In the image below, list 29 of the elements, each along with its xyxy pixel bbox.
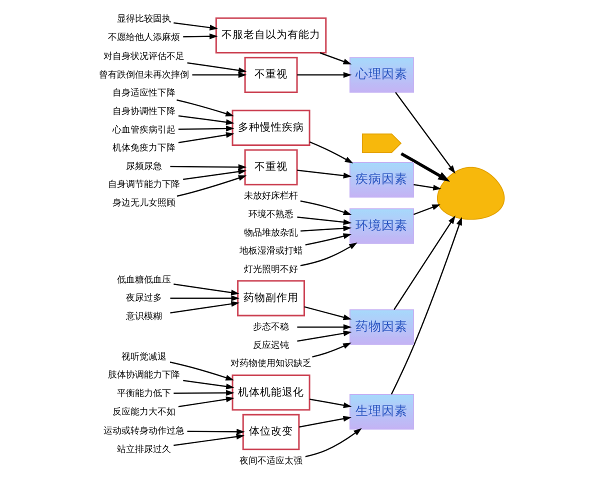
node-text: 夜尿过多	[126, 294, 162, 304]
node-text: 低血糖低血压	[116, 275, 171, 286]
node-text: 尿频尿急	[126, 162, 162, 172]
node-text: 运动或转身动作过急	[103, 426, 184, 437]
node-text: 自身调节能力下降	[108, 180, 180, 190]
node-text: 平衡能力低下	[116, 389, 171, 400]
node-text: 反应能力大不如	[112, 407, 176, 418]
node-text: 对药物使用知识缺乏	[230, 359, 312, 370]
node-text: 不愿给他人添麻烦	[108, 32, 180, 43]
node-text: 夜间不适应太强	[240, 456, 303, 466]
node-text: 视听觉减退	[121, 352, 166, 362]
node-text: 反应迟钝	[253, 340, 290, 351]
node-text: 物品堆放杂乱	[244, 228, 298, 238]
node-text: 未放好床栏杆	[244, 192, 298, 202]
node-text: 地板湿滑或打蜡	[240, 246, 303, 257]
node-text: 身边无儿女照顾	[112, 198, 176, 208]
node-text: 站立排尿过久	[116, 444, 171, 455]
node-text: 意识模糊	[126, 312, 162, 322]
node-text: 灯光照明不好	[244, 264, 298, 275]
node-text: 自身协调性下降	[112, 107, 176, 118]
node-text: 机体免疫力下降	[112, 144, 176, 154]
node-text: 环境不熟悉	[248, 210, 294, 220]
node-text: 肢体协调能力下降	[108, 370, 180, 381]
node-text: 步态不稳	[253, 322, 290, 333]
node-text: 心血管疾病引起	[112, 125, 176, 136]
node-text: 显得比较固执	[116, 14, 171, 25]
node-text: 曾有跌倒但未再次摔倒	[98, 70, 189, 80]
node-text: 自身适应性下降	[112, 88, 176, 99]
node-text: 对自身状况评估不足	[103, 52, 184, 62]
